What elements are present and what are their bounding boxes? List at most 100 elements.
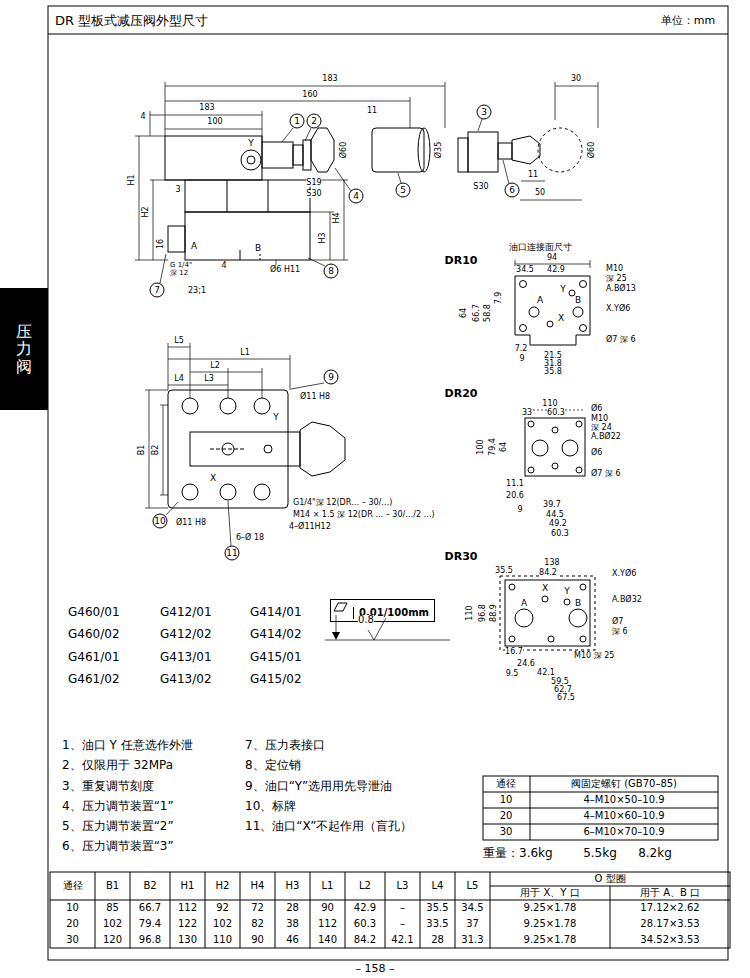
part-code: G412/01: [160, 606, 212, 618]
dimension-label: 7.9: [495, 292, 503, 305]
callout-number: 4: [349, 189, 364, 204]
port-letter: A: [191, 242, 197, 251]
table-cell: 90: [251, 935, 264, 945]
dimension-label: M10: [606, 265, 623, 273]
callout-number: 2: [307, 114, 322, 129]
table-cell: 122: [178, 919, 197, 929]
note: 3、重复调节刻度: [62, 780, 154, 792]
tolerance-frame: 0.01/100mm: [330, 599, 435, 622]
dimension-label: 100: [207, 118, 222, 126]
table-cell: 38: [286, 919, 299, 929]
callout-number: 10: [153, 514, 168, 529]
flatness-symbol: [334, 603, 347, 611]
dimension-label: 64: [460, 308, 468, 318]
table-cell: 4–M10×60–10.9: [583, 811, 664, 821]
part-code: G461/02: [68, 673, 120, 685]
dimension-label: Ø11 H8: [300, 393, 330, 401]
dimension-label: 160: [302, 91, 317, 99]
table-cell: 90: [321, 903, 334, 913]
dimension-label: B2: [152, 445, 160, 456]
port-face-dr30: [500, 576, 595, 650]
arrow-head: [332, 632, 340, 640]
unit-note: 单位：mm: [661, 15, 715, 26]
dimension-label: 66.7: [473, 304, 481, 322]
section-heading: DR10: [445, 255, 478, 266]
table-header: H4: [251, 881, 265, 891]
table-cell: 阀固定螺钉 (GB70–85): [571, 779, 677, 789]
dimension-label: 183: [322, 75, 337, 83]
dimension-label: 94: [547, 254, 557, 262]
table-cell: 34.52×3.53: [640, 935, 699, 945]
dimension-label: S30: [306, 190, 321, 198]
table-header: B1: [106, 881, 119, 891]
dimension-label: L3: [204, 375, 214, 383]
table-cell: 46: [286, 935, 299, 945]
dimension-label: A.BØ32: [612, 596, 642, 604]
part-code: G413/02: [160, 673, 212, 685]
section-heading: DR30: [445, 551, 478, 562]
table-cell: 110: [213, 935, 232, 945]
table-cell: 20: [66, 919, 79, 929]
dimension-label: 4–Ø11H12: [289, 523, 331, 531]
dimension-label: 16.7: [505, 648, 523, 656]
dimension-label: G1/4"深 12(DR… – 30/…): [293, 499, 392, 507]
note: 9、油口“Y”选用用先导泄油: [245, 780, 392, 792]
table-cell: 92: [216, 903, 229, 913]
part-code: G460/01: [68, 606, 120, 618]
page-title: DR 型板式减压阀外型尺寸: [55, 14, 208, 27]
dimension-label: 16: [157, 239, 165, 249]
dimension-label: 24.6: [517, 660, 535, 668]
dimension-label: Ø7: [612, 618, 623, 626]
port-face-dr20: [525, 418, 585, 476]
port-letter: X: [210, 474, 216, 483]
dimension-label: 88.9: [490, 604, 498, 622]
dimension-label: 深 6: [612, 628, 628, 636]
port-letter: Y: [273, 413, 279, 422]
table-cell: 28: [286, 903, 299, 913]
table-cell: 30: [500, 827, 513, 837]
callout-number: 1: [290, 114, 305, 129]
dimension-label: A.BØ13: [606, 285, 636, 293]
dimension-label: 3: [175, 186, 180, 194]
dimension-label: 64: [500, 442, 508, 452]
table-header: B2: [143, 881, 156, 891]
dimension-label: 4: [140, 113, 145, 121]
table-cell: –: [400, 919, 405, 929]
table-cell: 112: [178, 903, 197, 913]
node-text: 压力阀: [16, 323, 32, 376]
side-tab: 压力阀: [0, 288, 48, 410]
dimension-label: 11: [367, 107, 377, 115]
table-cell: 通径: [496, 779, 516, 789]
dimension-label: 21.5: [544, 352, 562, 360]
dimension-label: Ø6 H11: [270, 266, 300, 274]
dimension-label: 60.3: [551, 530, 569, 538]
table-header: 用于 X、Y 口: [520, 888, 579, 898]
note: 11、油口“X”不起作用（盲孔）: [245, 820, 412, 832]
table-header: L2: [359, 881, 371, 891]
table-cell: 6–M10×70–10.9: [583, 827, 664, 837]
table-header: H3: [286, 881, 300, 891]
side-view: [165, 128, 582, 260]
table-cell: 9.25×1.78: [524, 919, 577, 929]
table-cell: 9.25×1.78: [524, 935, 577, 945]
dimension-label: M10 深 25: [574, 652, 614, 660]
table-cell: 72: [251, 903, 264, 913]
table-cell: 112: [318, 919, 337, 929]
dimension-label: 20.6: [506, 492, 524, 500]
dimension-label: Ø35: [435, 142, 443, 158]
dimension-label: 49.2: [549, 520, 567, 528]
dimension-label: L1: [240, 349, 250, 357]
dimension-label: 110: [466, 605, 474, 620]
dimension-label: 100: [477, 439, 485, 454]
table-header: O 型圈: [594, 874, 625, 884]
table-cell: 60.3: [354, 919, 376, 929]
table-cell: 82: [251, 919, 264, 929]
dimension-label: S19: [306, 179, 321, 187]
dimension-label: 34.5: [516, 266, 534, 274]
port-letter: Y: [560, 285, 566, 294]
table-header: L3: [397, 881, 409, 891]
dimension-label: 110: [542, 400, 557, 408]
part-code: G414/01: [250, 606, 302, 618]
part-code: G414/02: [250, 628, 302, 640]
weight: 5.5kg: [583, 847, 617, 859]
